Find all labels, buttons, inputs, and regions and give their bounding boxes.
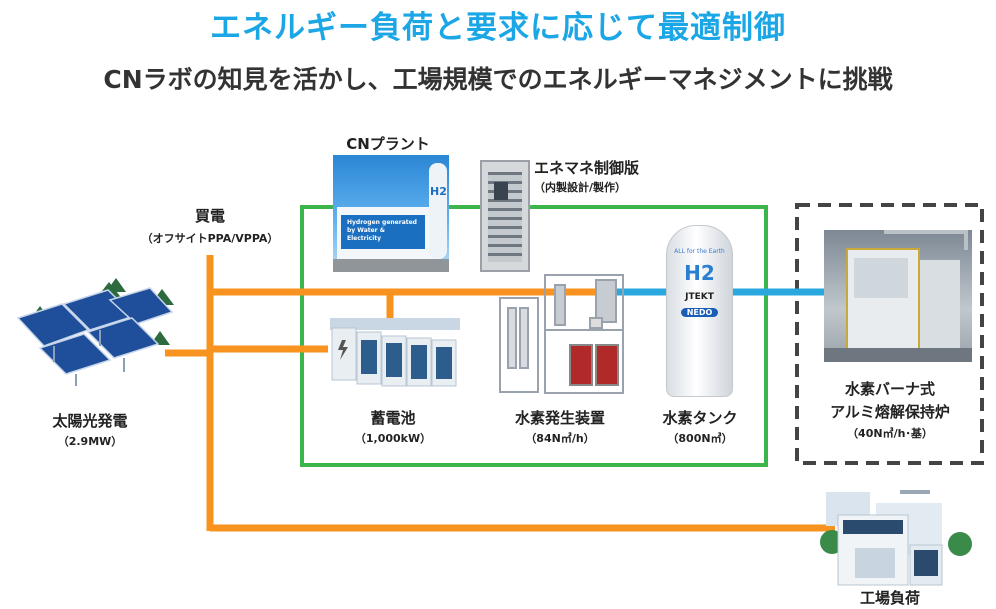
page-title: エネルギー負荷と要求に応じて最適制御	[210, 10, 786, 46]
solar-sublabel: （2.9MW）	[57, 435, 123, 448]
cn-plant-sign: Hydrogen generated by Water & Electricit…	[347, 219, 417, 242]
cn-plant-label: CNプラント	[346, 135, 430, 153]
grid-purchase-sublabel: （オフサイトPPA/VPPA）	[141, 232, 279, 245]
furnace-image	[824, 230, 972, 362]
h2-tank-badge: NEDO	[681, 308, 718, 317]
control-scope-box	[300, 205, 768, 467]
h2-tank-image: ALL for the Earth H2 JTEKT NEDO	[666, 225, 733, 397]
factory-label: 工場負荷	[859, 589, 920, 607]
h2-tank-brand: JTEKT	[685, 292, 714, 302]
electrolyzer-icon	[499, 274, 624, 394]
battery-sublabel: （1,000kW）	[354, 432, 432, 445]
furnace-label-line1: 水素バーナ式	[844, 380, 935, 398]
ems-panel-label: エネマネ制御版	[534, 159, 640, 177]
cn-plant-image: Hydrogen generated by Water & Electricit…	[333, 155, 449, 272]
electrolyzer-label: 水素発生装置	[514, 409, 605, 427]
electrolyzer-sublabel: （84N㎥/h）	[525, 432, 595, 445]
h2-tank-label: 水素タンク	[662, 409, 738, 427]
furnace-label-line2: アルミ熔解保持炉	[830, 403, 950, 421]
h2-tank-sublabel: （800N㎥）	[667, 432, 733, 445]
page-subtitle: CNラボの知見を活かし、工場規模でのエネルギーマネジメントに挑戦	[103, 65, 893, 94]
ems-panel-sublabel: （内製設計/製作）	[534, 181, 627, 194]
cn-plant-h2-mark: H2	[430, 185, 447, 198]
solar-label: 太陽光発電	[52, 412, 128, 430]
ems-panel-image	[480, 160, 530, 272]
h2-tank-mark: H2	[684, 261, 715, 285]
factory-icon	[820, 490, 972, 586]
furnace-dashed-box	[795, 203, 984, 465]
furnace-sublabel: （40N㎥/h･基）	[847, 427, 933, 440]
battery-label: 蓄電池	[370, 409, 416, 427]
grid-purchase-label: 買電	[194, 207, 225, 225]
h2-tank-tag: ALL for the Earth	[674, 248, 725, 255]
battery-icon	[330, 318, 460, 387]
solar-panel-icon	[16, 278, 174, 386]
